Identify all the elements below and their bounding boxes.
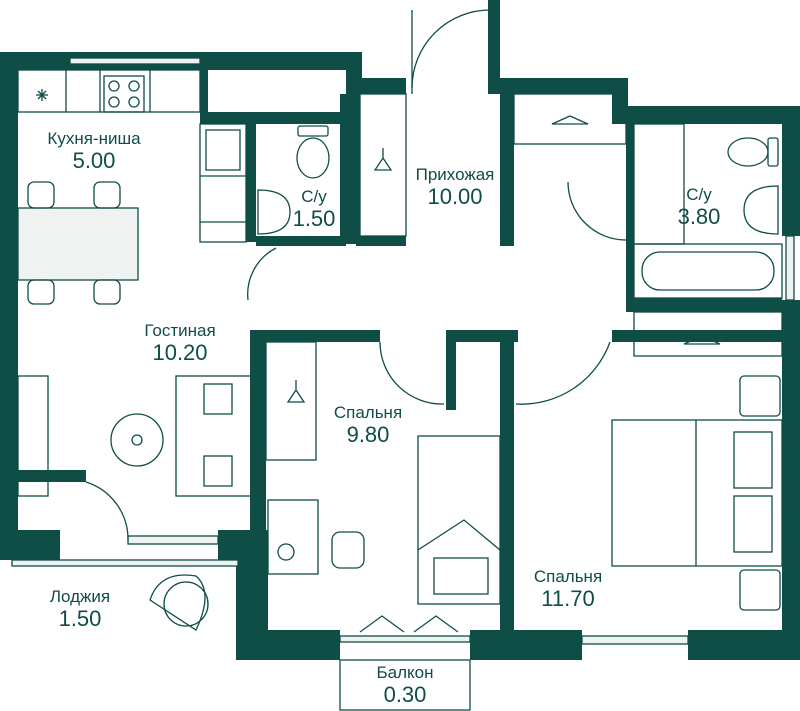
bathtub-icon xyxy=(633,243,783,299)
door-icon xyxy=(411,9,491,89)
hanger-icon xyxy=(683,335,721,345)
room-label-bath2: С/у 3.80 xyxy=(666,185,732,229)
room-area: 11.70 xyxy=(541,585,595,611)
window-icon xyxy=(69,57,201,65)
room-name: Спальня xyxy=(333,403,403,422)
room-label-hall: Прихожая 10.00 xyxy=(400,165,510,209)
room-name: С/у xyxy=(686,185,712,204)
bedroom2-furniture xyxy=(515,311,783,611)
door-icon xyxy=(247,247,277,301)
desk-icon xyxy=(267,499,319,575)
room-area: 9.80 xyxy=(346,421,390,447)
room-area: 1.50 xyxy=(292,205,336,231)
bath2-fixtures xyxy=(513,93,783,299)
sink-icon xyxy=(743,185,779,235)
sofa-icon xyxy=(175,375,253,497)
hall-furniture xyxy=(359,9,491,237)
kitchen-furniture xyxy=(17,69,247,305)
bedroom1-furniture xyxy=(265,341,501,633)
window-icon xyxy=(339,635,471,643)
room-label-living: Гостиная 10.20 xyxy=(130,321,230,365)
room-label-bath1: С/у 1.50 xyxy=(284,187,344,231)
room-name: Балкон xyxy=(376,663,434,682)
room-name: Прихожая xyxy=(415,165,495,184)
room-area: 1.50 xyxy=(58,605,102,631)
room-name: Гостиная xyxy=(144,321,216,340)
hanger-icon xyxy=(286,380,306,403)
walls xyxy=(0,0,800,660)
door-icon xyxy=(85,481,129,541)
window-icon xyxy=(127,535,219,545)
room-label-bedroom2: Спальня 11.70 xyxy=(518,567,618,611)
chair-icon xyxy=(27,181,121,305)
sink-icon xyxy=(257,189,291,235)
balcony-outline xyxy=(339,659,471,711)
room-area: 3.80 xyxy=(677,203,721,229)
toilet-icon xyxy=(727,137,779,167)
chair-icon xyxy=(331,531,365,569)
room-label-loggia: Лоджия 1.50 xyxy=(30,587,130,631)
window-icon xyxy=(11,559,239,567)
window-icon xyxy=(785,235,795,301)
room-label-bedroom1: Спальня 9.80 xyxy=(318,403,418,447)
stove-icon xyxy=(103,75,145,113)
sink-icon xyxy=(199,123,247,243)
living-furniture xyxy=(17,247,277,541)
windows xyxy=(11,57,795,645)
room-area: 5.00 xyxy=(72,147,116,173)
bath1-fixtures xyxy=(257,125,330,235)
bed-icon xyxy=(611,419,783,567)
door-icon xyxy=(515,341,611,405)
hanger-icon xyxy=(551,115,589,125)
room-area: 0.30 xyxy=(383,681,427,707)
room-area: 10.00 xyxy=(427,183,483,209)
door-icon xyxy=(379,341,445,405)
room-label-kitchen: Кухня-ниша 5.00 xyxy=(24,129,164,173)
door-icon xyxy=(567,181,627,241)
armchair-icon xyxy=(149,574,209,631)
snowflake-icon xyxy=(36,89,48,101)
room-name: Лоджия xyxy=(49,587,111,606)
room-label-balcony: Балкон 0.30 xyxy=(355,663,455,707)
room-name: С/у xyxy=(301,187,327,206)
bed-icon xyxy=(417,435,501,605)
toilet-icon xyxy=(296,125,330,179)
room-name: Кухня-ниша xyxy=(47,129,141,148)
hanger-icon xyxy=(373,148,393,171)
room-area: 10.20 xyxy=(152,339,208,365)
window-icon xyxy=(581,635,689,645)
room-name: Спальня xyxy=(533,567,603,586)
table-icon xyxy=(17,207,139,281)
